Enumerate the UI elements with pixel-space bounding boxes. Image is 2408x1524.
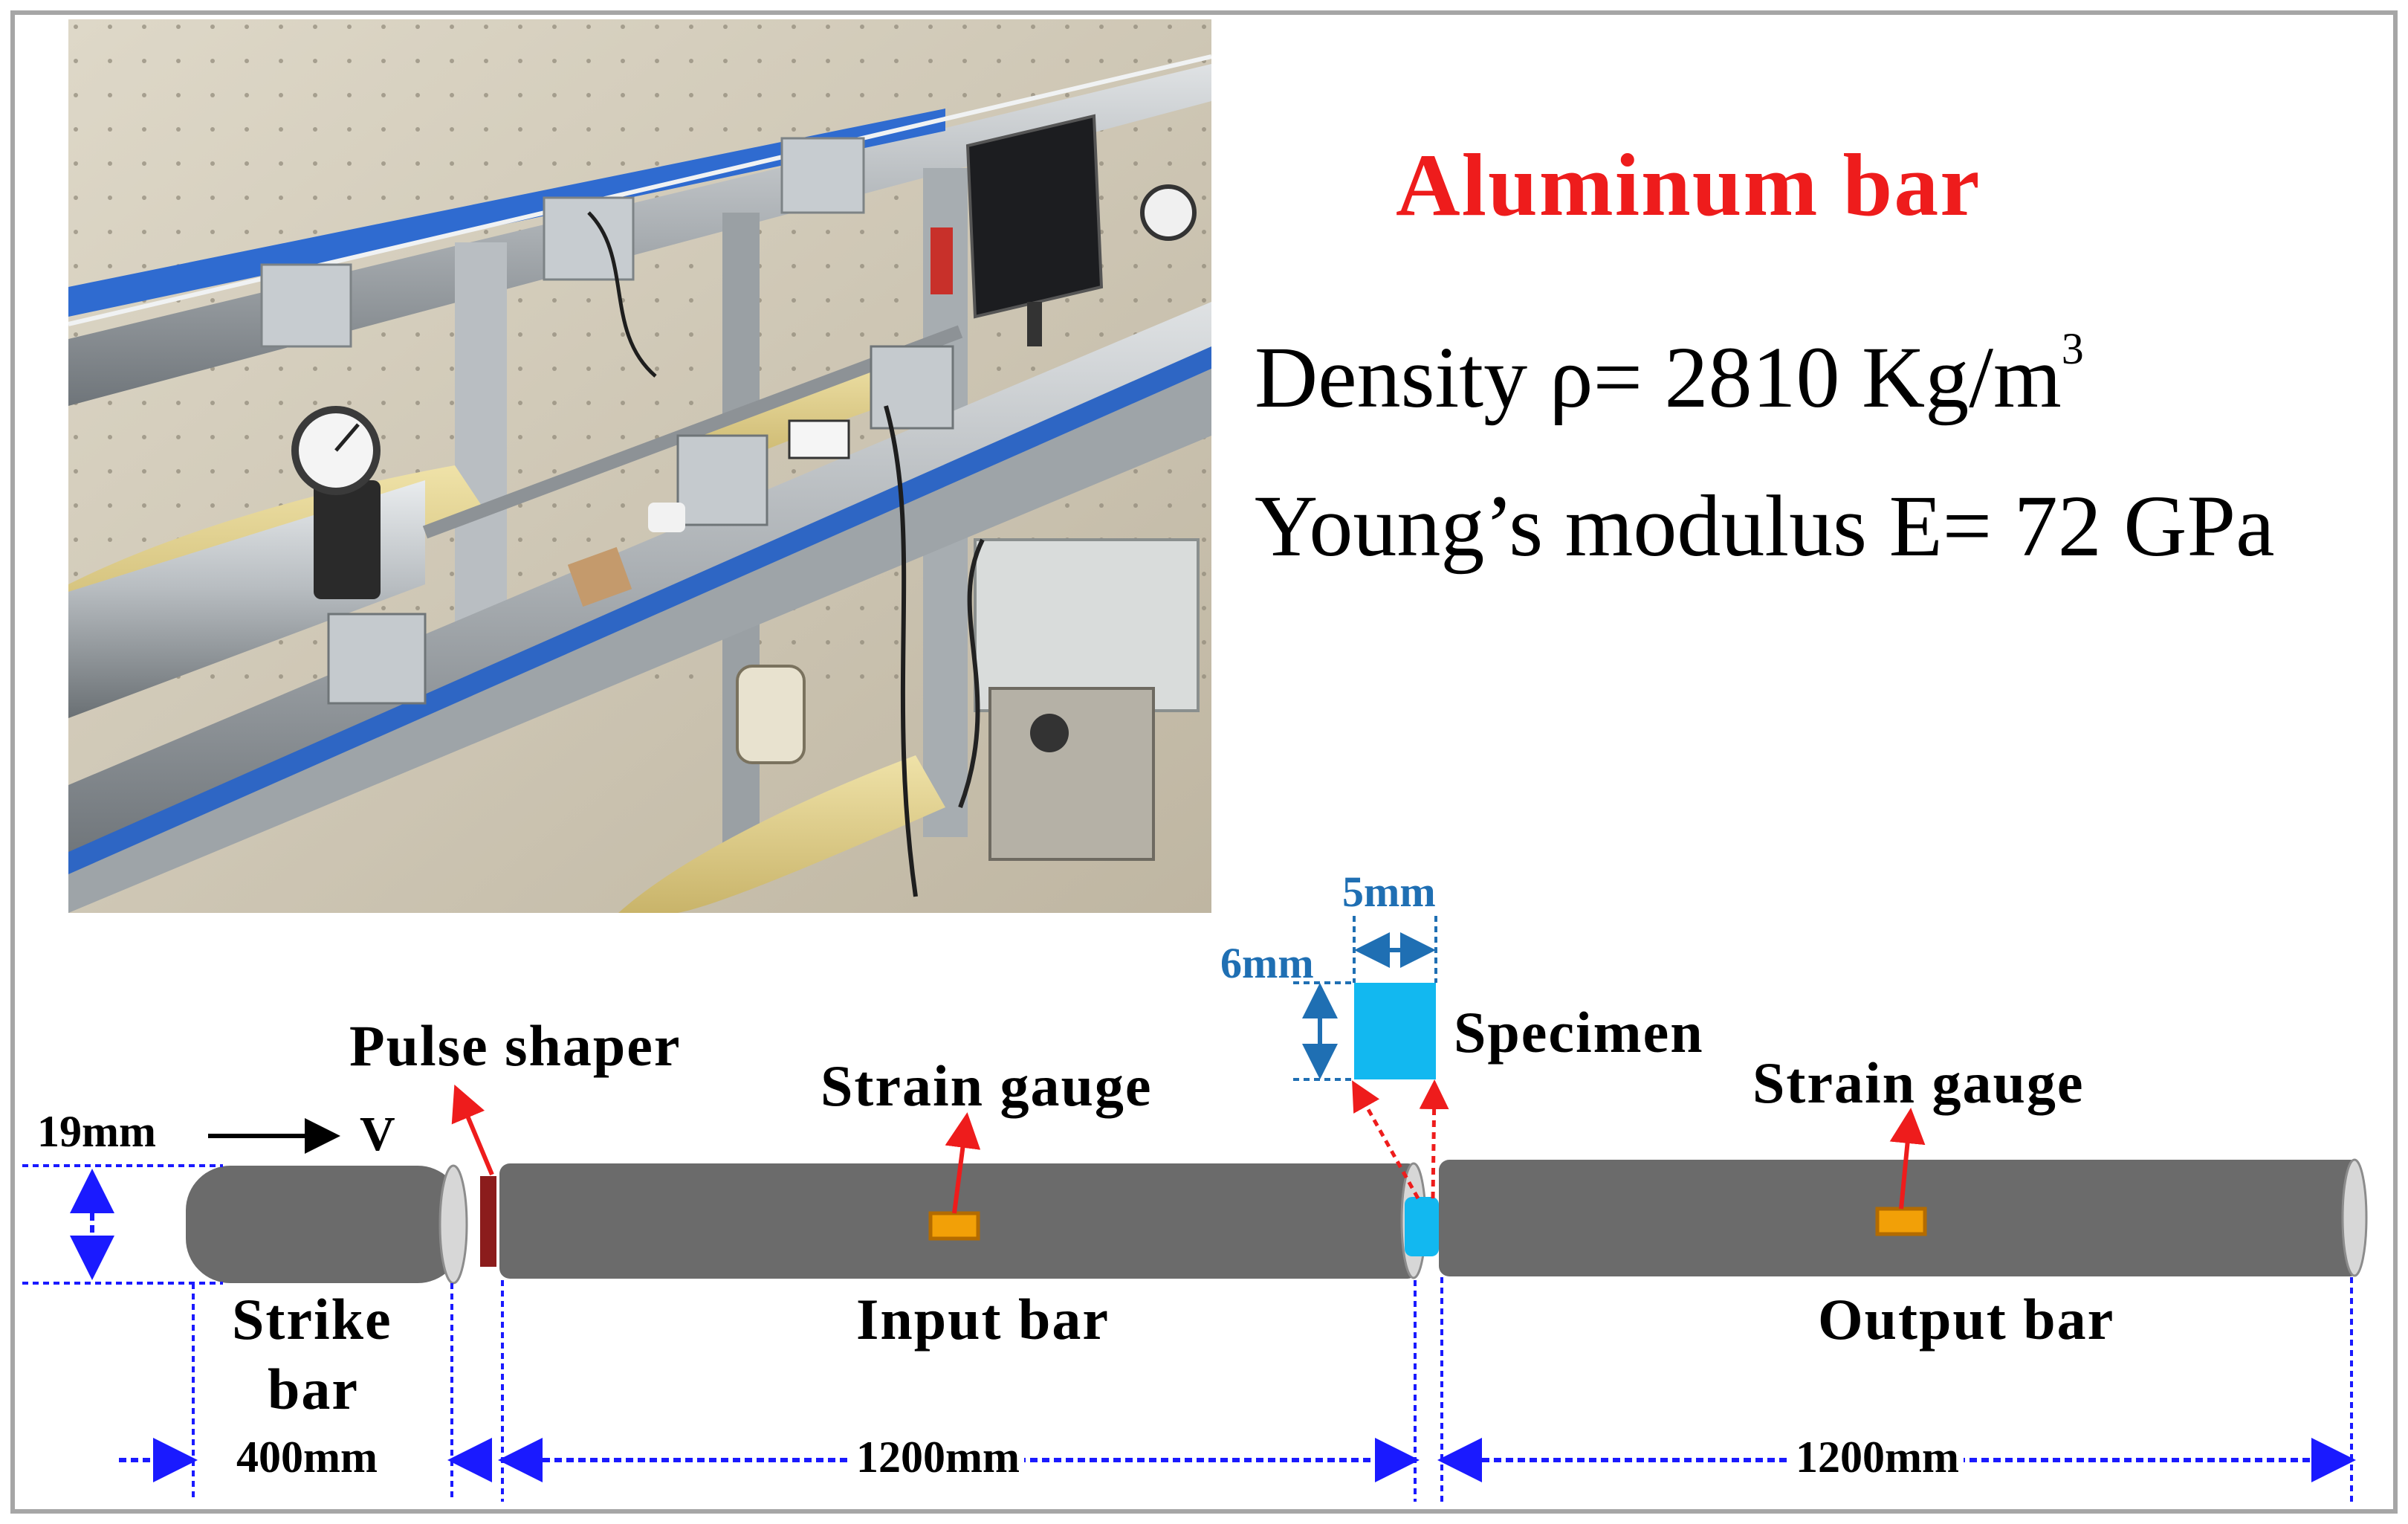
density-text: Density ρ= 2810 Kg/m3 <box>1255 323 2084 428</box>
specimen-label: Specimen <box>1454 1000 1704 1065</box>
strike-bar-label-line1: Strike <box>232 1287 392 1352</box>
pulse-shaper-pointer <box>451 1084 494 1176</box>
specimen-on-bar <box>1405 1197 1439 1256</box>
strain-gauge-input-pointer <box>945 1112 981 1214</box>
output-bar-label: Output bar <box>1818 1287 2115 1352</box>
specimen-pointer-left <box>1352 1080 1420 1200</box>
input-length-label: 1200mm <box>852 1432 1024 1483</box>
strain-gauge-output-label: Strain gauge <box>1752 1050 2085 1115</box>
strain-gauge-output-pointer <box>1889 1108 1926 1210</box>
velocity-label: V <box>360 1107 397 1161</box>
strain-gauge-output <box>1875 1207 1927 1236</box>
strain-gauge-input-label: Strain gauge <box>821 1053 1153 1118</box>
apparatus-photo-drawing <box>68 19 1211 913</box>
strike-bar-label-line2: bar <box>268 1357 359 1421</box>
density-exponent: 3 <box>2061 323 2084 373</box>
specimen-height-label: 6mm <box>1220 939 1314 987</box>
material-title: Aluminum bar <box>1396 135 1981 234</box>
apparatus-photo <box>68 19 1211 913</box>
specimen-detail <box>1354 983 1436 1079</box>
modulus-text: Young’s modulus E= 72 GPa <box>1255 477 2275 575</box>
specimen-width-label: 5mm <box>1342 868 1436 916</box>
specimen-pointer-right <box>1419 1079 1449 1199</box>
strain-gauge-input <box>928 1211 980 1241</box>
density-value: Density ρ= 2810 Kg/m <box>1255 329 2062 426</box>
output-length-label: 1200mm <box>1791 1432 1964 1483</box>
bar-diameter-label: 19mm <box>37 1107 156 1156</box>
diameter-extension-lines <box>22 1164 223 1285</box>
pulse-shaper-label: Pulse shaper <box>349 1013 682 1078</box>
strike-length-label: 400mm <box>232 1432 382 1483</box>
strike-bar <box>186 1164 468 1285</box>
input-bar-label: Input bar <box>856 1287 1110 1352</box>
pulse-shaper <box>480 1176 496 1267</box>
